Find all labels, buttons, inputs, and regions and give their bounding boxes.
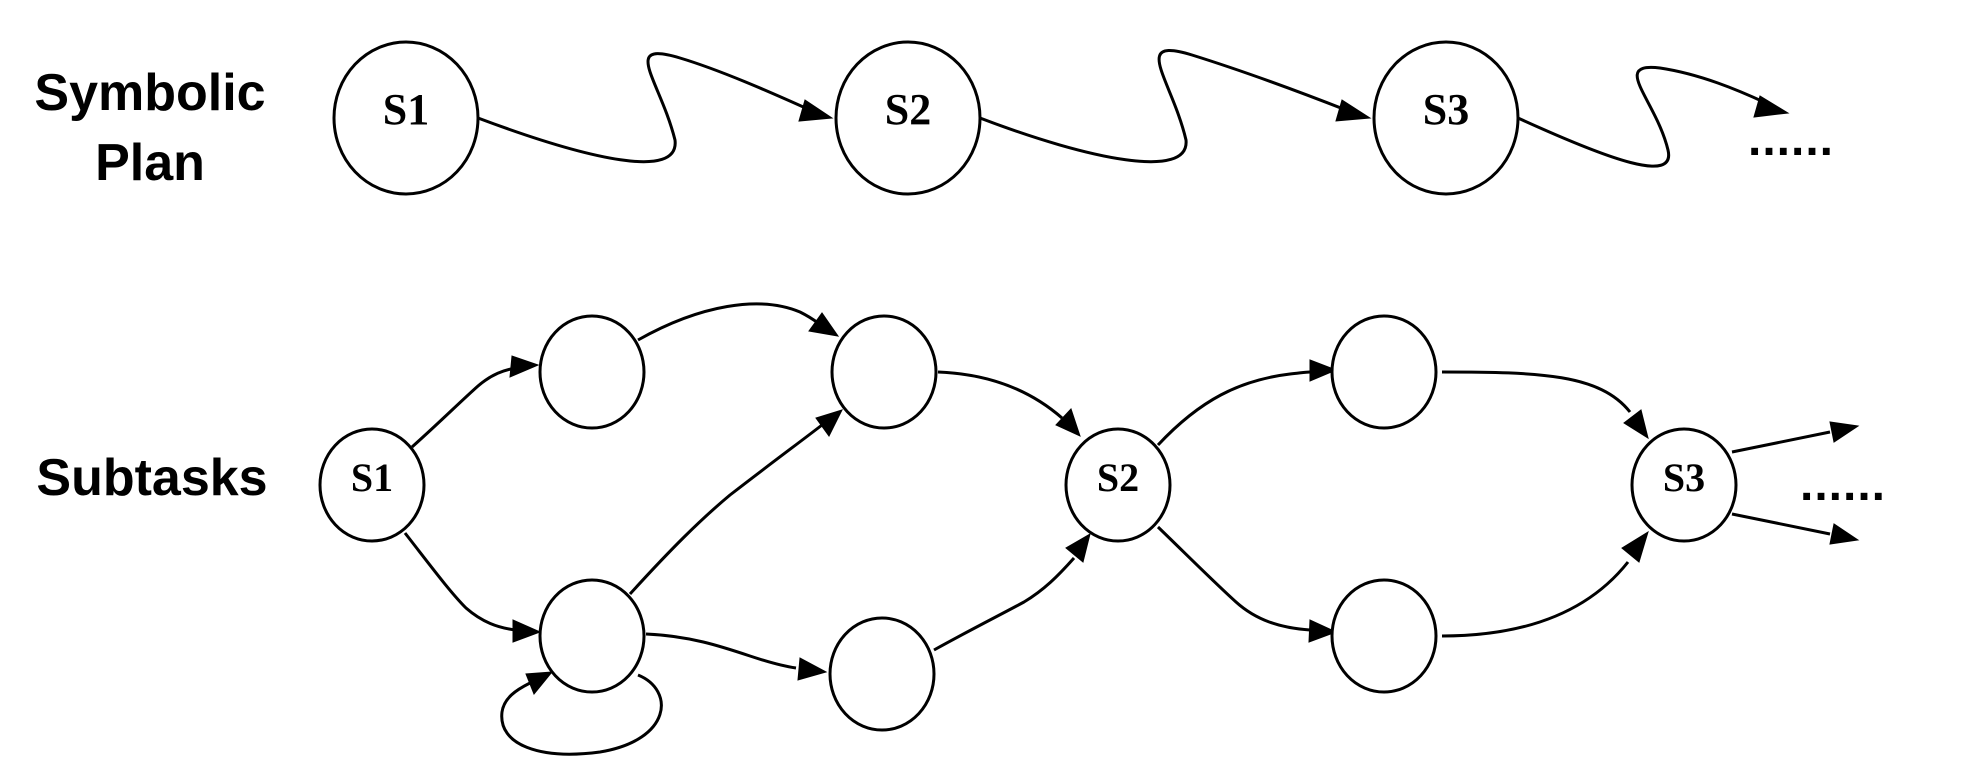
- symbolic-node-s3-label: S3: [1423, 85, 1469, 134]
- subtask-edge-b-d: [645, 632, 797, 670]
- subtask-node-s3-label: S3: [1663, 455, 1705, 500]
- subtask-arrow-s2a: [1055, 408, 1081, 437]
- subtask-edge-s2-f: [1156, 525, 1311, 632]
- symbolic-node-s1: S1: [332, 40, 480, 196]
- subtask-node-e: [1330, 314, 1438, 430]
- subtask-node-s2: S2: [1064, 427, 1172, 543]
- symbolic-arrow-s3: [1335, 99, 1372, 122]
- symbolic-edge-s1-s2: [477, 52, 811, 164]
- subtask-node-s1: S1: [318, 427, 426, 543]
- symbolic-node-s1-label: S1: [383, 85, 429, 134]
- subtask-node-s1-label: S1: [351, 455, 393, 500]
- subtask-node-s3: S3: [1630, 427, 1738, 543]
- subtask-arrow-s3b: [1621, 530, 1649, 563]
- subtask-arrow-c2: [815, 409, 843, 437]
- subtask-arrow-b: [512, 619, 542, 643]
- subtask-edge-c-s2: [937, 370, 1063, 420]
- subtask-edge-s1-b: [403, 532, 517, 632]
- row-label-plan: Plan: [95, 134, 205, 192]
- subtask-arrow-c1: [808, 312, 840, 337]
- subtask-node-b: [538, 578, 646, 694]
- symbolic-edge-s3-next: [1517, 65, 1767, 168]
- subtask-edge-f-s3: [1441, 561, 1630, 638]
- subtask-edge-s2-e: [1156, 370, 1311, 447]
- subtask-continuation: ......: [1800, 458, 1886, 511]
- subtask-edge-d-s2: [933, 557, 1076, 652]
- subtask-arrow-out1: [1829, 421, 1860, 443]
- subtask-arrow-f: [1308, 619, 1338, 643]
- subtask-node-a: [538, 314, 646, 430]
- symbolic-node-s2-label: S2: [885, 85, 931, 134]
- subtask-arrow-s2b: [1065, 532, 1091, 563]
- subtask-node-s2-label: S2: [1097, 455, 1139, 500]
- subtask-edge-b-c: [628, 423, 823, 596]
- subtask-edge-e-s3: [1441, 370, 1632, 413]
- subtask-node-d: [828, 616, 936, 732]
- row-label-symbolic: Symbolic: [34, 64, 265, 122]
- symbolic-edge-s2-s3: [979, 49, 1347, 164]
- subtask-arrow-loop: [525, 671, 554, 695]
- subtask-edge-s1-a: [411, 366, 517, 449]
- subtask-node-c: [830, 314, 938, 430]
- symbolic-node-s3: S3: [1372, 40, 1520, 196]
- subtask-arrow-s3a: [1623, 409, 1649, 440]
- row-label-subtasks: Subtasks: [36, 449, 267, 507]
- subtask-arrow-out2: [1829, 523, 1860, 545]
- symbolic-arrow-next: [1753, 95, 1790, 118]
- symbolic-continuation: ......: [1748, 113, 1834, 166]
- subtask-arrow-e: [1309, 359, 1338, 382]
- symbolic-arrow-s2: [798, 99, 834, 122]
- subtask-edge-s3-out2: [1731, 512, 1831, 536]
- subtask-edge-b-loop: [500, 673, 663, 756]
- symbolic-node-s2: S2: [834, 40, 982, 196]
- subtask-node-f: [1330, 578, 1438, 694]
- subtask-edge-s3-out1: [1731, 430, 1831, 454]
- subtask-arrow-d: [797, 657, 828, 681]
- subtask-arrow-a: [509, 355, 540, 378]
- subtask-edge-a-c: [637, 302, 819, 342]
